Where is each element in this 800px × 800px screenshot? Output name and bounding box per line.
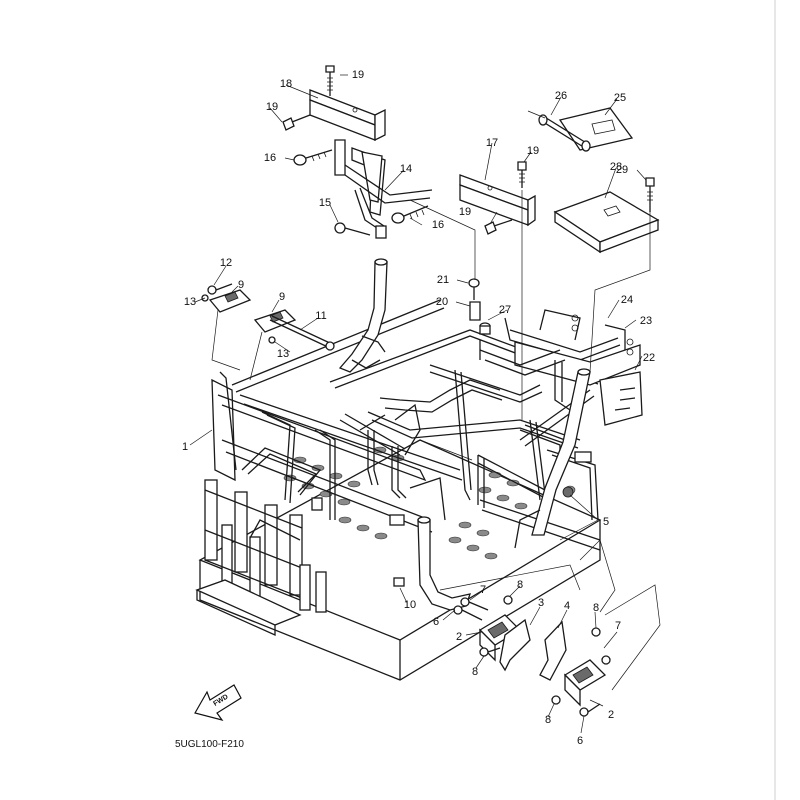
callout-8: 8 <box>545 714 551 726</box>
callout-17: 17 <box>486 137 498 149</box>
callout-5: 5 <box>603 516 609 528</box>
callout-6: 6 <box>433 616 439 628</box>
callout-8: 8 <box>472 666 478 678</box>
callout-9: 9 <box>279 291 285 303</box>
callout-4: 4 <box>564 600 570 612</box>
callout-28: 28 <box>610 161 622 173</box>
callout-9: 9 <box>238 279 244 291</box>
mount-brackets-group <box>201 278 491 351</box>
lower-mounts-group <box>393 577 611 717</box>
callout-27: 27 <box>499 304 511 316</box>
diagram-code: 5UGL100-F210 <box>175 739 244 750</box>
callout-25: 25 <box>614 92 626 104</box>
callout-7: 7 <box>480 584 486 596</box>
callout-8: 8 <box>517 579 523 591</box>
callout-19: 19 <box>266 101 278 113</box>
callout-6: 6 <box>577 735 583 747</box>
callout-23: 23 <box>640 315 652 327</box>
callout-19: 19 <box>352 69 364 81</box>
callout-21: 21 <box>437 274 449 286</box>
leader-lines <box>189 74 661 734</box>
callout-22: 22 <box>643 352 655 364</box>
callout-1: 1 <box>182 441 188 453</box>
forward-arrow-icon: FWD <box>194 684 242 721</box>
callout-7: 7 <box>615 620 621 632</box>
callout-16: 16 <box>432 219 444 231</box>
rear-plate-group <box>538 107 660 254</box>
callout-15: 15 <box>319 197 331 209</box>
callout-13: 13 <box>184 296 196 308</box>
callout-2: 2 <box>608 709 614 721</box>
callout-20: 20 <box>436 296 448 308</box>
callout-26: 26 <box>555 90 567 102</box>
callout-24: 24 <box>621 294 633 306</box>
callout-18: 18 <box>280 78 292 90</box>
callout-12: 12 <box>220 257 232 269</box>
callout-8: 8 <box>593 602 599 614</box>
callout-14: 14 <box>400 163 412 175</box>
center-bracket-group <box>459 161 536 235</box>
callout-10: 10 <box>404 599 416 611</box>
top-bracket-group <box>282 65 433 239</box>
callout-13: 13 <box>277 348 289 360</box>
callout-11: 11 <box>315 310 326 322</box>
callout-29: 29 <box>616 164 628 176</box>
callout-19: 19 <box>527 145 539 157</box>
callout-2: 2 <box>456 631 462 643</box>
callout-16: 16 <box>264 152 276 164</box>
callout-3: 3 <box>538 597 544 609</box>
callout-19: 19 <box>459 206 471 218</box>
